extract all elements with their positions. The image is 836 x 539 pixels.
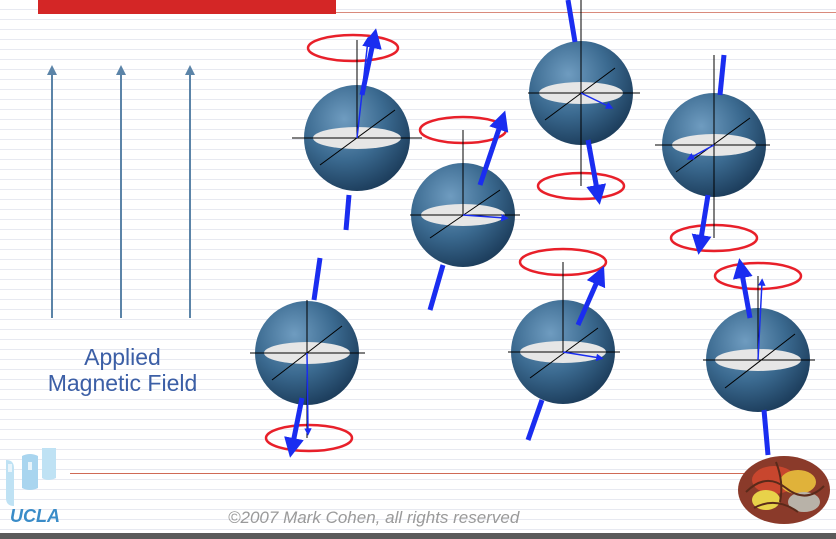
nuclear-spin-3 <box>528 0 640 205</box>
spin-arrow <box>525 399 545 441</box>
projection-arrow <box>757 278 766 361</box>
spin-arrow <box>343 194 352 231</box>
title-accent-bar <box>38 0 336 14</box>
spin-arrow <box>359 28 382 96</box>
footer-divider-line <box>70 473 770 474</box>
projection-arrow <box>304 352 312 436</box>
title-divider-line <box>336 12 836 13</box>
applied-field-label: Applied Magnetic Field <box>0 344 245 396</box>
spin-arrow <box>691 194 712 255</box>
spin-arrow <box>585 139 607 205</box>
spin-arrow <box>477 110 509 186</box>
nuclear-spin-5 <box>250 257 365 458</box>
projection-arrow <box>686 144 715 160</box>
precession-ring <box>306 33 400 63</box>
projection-arrow <box>580 92 614 109</box>
bottom-bar <box>0 533 836 539</box>
spin-arrow <box>284 397 305 458</box>
ucla-logo: UCLA <box>6 448 60 526</box>
applied-field-arrows <box>47 65 195 318</box>
applied-field-label-line2: Magnetic Field <box>47 370 198 396</box>
nuclear-spin-4 <box>655 54 770 255</box>
nuclear-spin-1 <box>292 28 422 231</box>
nuclear-spin-2 <box>410 110 520 311</box>
spin-arrow <box>732 258 753 319</box>
spin-arrow <box>565 0 578 43</box>
precession-ring <box>264 423 354 453</box>
applied-field-label-line1: Applied <box>84 344 161 370</box>
copyright-notice: ©2007 Mark Cohen, all rights reserved <box>228 508 520 527</box>
spin-arrow <box>717 54 727 96</box>
ucla-logo-text: UCLA <box>10 506 60 526</box>
brain-image <box>738 456 830 524</box>
nuclear-spin-7 <box>703 258 815 456</box>
projection-arrow <box>462 213 509 222</box>
projection-arrow <box>562 351 604 362</box>
spin-arrow <box>311 257 323 301</box>
nuclear-spin-6 <box>508 247 620 441</box>
spin-arrow <box>761 409 771 456</box>
spin-arrow <box>575 265 606 327</box>
spin-arrow <box>427 264 446 311</box>
